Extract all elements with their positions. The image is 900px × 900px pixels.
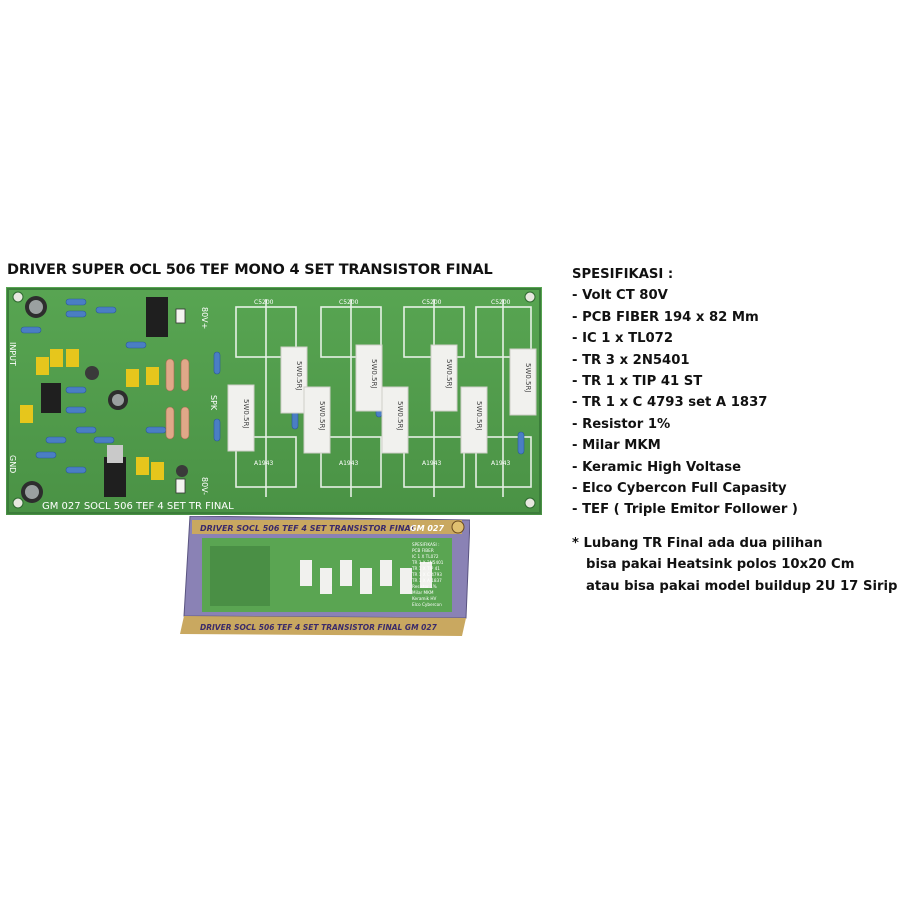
- box-code: GM 027: [410, 524, 444, 533]
- spec-item: - PCB FIBER 194 x 82 Mm: [572, 309, 759, 325]
- pad-label: C5200: [491, 299, 511, 306]
- box-spec-line: SPESIFIKASI :: [412, 542, 440, 547]
- pad-label: C5200: [339, 299, 359, 306]
- spec-item: - Volt CT 80V: [572, 288, 668, 304]
- ceramic-resistor: [227, 384, 255, 452]
- specification-list: SPESIFIKASI : - Volt CT 80V - PCB FIBER …: [572, 264, 898, 597]
- box-bottom-title: DRIVER SOCL 506 TEF 4 SET TRANSISTOR FIN…: [200, 623, 438, 632]
- pad-label: C5200: [422, 299, 442, 306]
- ceramic-resistor: [460, 386, 488, 454]
- spec-item: - TR 1 x C 4793 set A 1837: [572, 395, 768, 411]
- resistor-marking: 5W0.5RJ: [242, 399, 250, 428]
- resistor-marking: 5W0.5RJ: [318, 401, 326, 430]
- box-spec-line: TR 3 X 2N5401: [411, 560, 444, 565]
- ceramic-resistor: [303, 386, 331, 454]
- box-spec-line: TR 1 X A 1837: [411, 578, 442, 583]
- spec-item: - TR 1 x TIP 41 ST: [572, 374, 703, 390]
- resistor-marking: 5W0.5RJ: [475, 401, 483, 430]
- ceramic-resistor: [509, 348, 537, 416]
- box-spec-line: Elco Cybercon: [412, 602, 442, 607]
- ceramic-resistor: [430, 344, 458, 412]
- ceramic-resistors: [227, 344, 537, 454]
- spec-item: - IC 1 x TL072: [572, 331, 674, 347]
- label-gnd: GND: [8, 455, 17, 473]
- box-spec-line: PCB FIBER: [412, 548, 434, 553]
- label-spk: SPK: [209, 395, 218, 411]
- box-spec-line: Milar MKM: [412, 590, 434, 595]
- pcb-silkscreen: GM 027 SOCL 506 TEF 4 SET TR FINAL: [42, 501, 234, 512]
- box-spec-line: Keramik HV: [412, 596, 437, 601]
- spec-item: - Elco Cybercon Full Capasity: [572, 481, 787, 497]
- box-spec-line: TR 1 X C 4793: [411, 572, 442, 577]
- box-spec-line: TR 1 X TIP 41: [411, 566, 440, 571]
- product-title: DRIVER SUPER OCL 506 TEF MONO 4 SET TRAN…: [7, 262, 493, 278]
- resistor-marking: 5W0.5RJ: [370, 359, 378, 388]
- ceramic-resistor: [280, 346, 308, 414]
- resistor-marking: 5W0.5RJ: [396, 401, 404, 430]
- spec-item: - Resistor 1%: [572, 416, 671, 432]
- resistor-marking: 5W0.5RJ: [295, 361, 303, 390]
- note-line: * Lubang TR Final ada dua pilihan: [572, 535, 823, 551]
- spec-item: - TR 3 x 2N5401: [572, 352, 690, 368]
- resistor-marking: 5W0.5RJ: [524, 363, 532, 392]
- pad-label: A1943: [254, 460, 274, 467]
- pad-label: A1943: [339, 460, 359, 467]
- pcb-board-photo: C5200 C5200 C5200 C5200 A1943 A1943 A194…: [6, 287, 542, 515]
- box-spec-line: Resistor 1%: [412, 584, 437, 589]
- spec-heading: SPESIFIKASI :: [572, 267, 674, 282]
- pad-label: A1943: [422, 460, 442, 467]
- box-spec-line: IC 1 X TL072: [412, 554, 439, 559]
- ceramic-resistor: [355, 344, 383, 412]
- ceramic-resistor: [381, 386, 409, 454]
- note-line: bisa pakai Heatsink polos 10x20 Cm: [586, 557, 855, 573]
- note-line: atau bisa pakai model buildup 2U 17 Siri…: [586, 578, 898, 594]
- box-title: DRIVER SOCL 506 TEF 4 SET TRANSISTOR FIN…: [200, 524, 416, 533]
- pad-label: A1943: [491, 460, 511, 467]
- product-box-photo: DRIVER SOCL 506 TEF 4 SET TRANSISTOR FIN…: [180, 516, 470, 636]
- pad-labels: C5200 C5200 C5200 C5200 A1943 A1943 A194…: [254, 299, 511, 467]
- resistor-marking: 5W0.5RJ: [445, 359, 453, 388]
- spec-item: - TEF ( Triple Emitor Follower ): [572, 502, 798, 518]
- label-80v-minus: 80V-: [200, 477, 209, 495]
- pad-label: C5200: [254, 299, 274, 306]
- ic-chip: [41, 383, 61, 413]
- label-input: INPUT: [8, 342, 17, 366]
- spec-item: - Milar MKM: [572, 438, 661, 454]
- box-side: [180, 616, 466, 636]
- spec-item: - Keramic High Voltase: [572, 459, 742, 475]
- label-80v-plus: 80V+: [200, 307, 209, 329]
